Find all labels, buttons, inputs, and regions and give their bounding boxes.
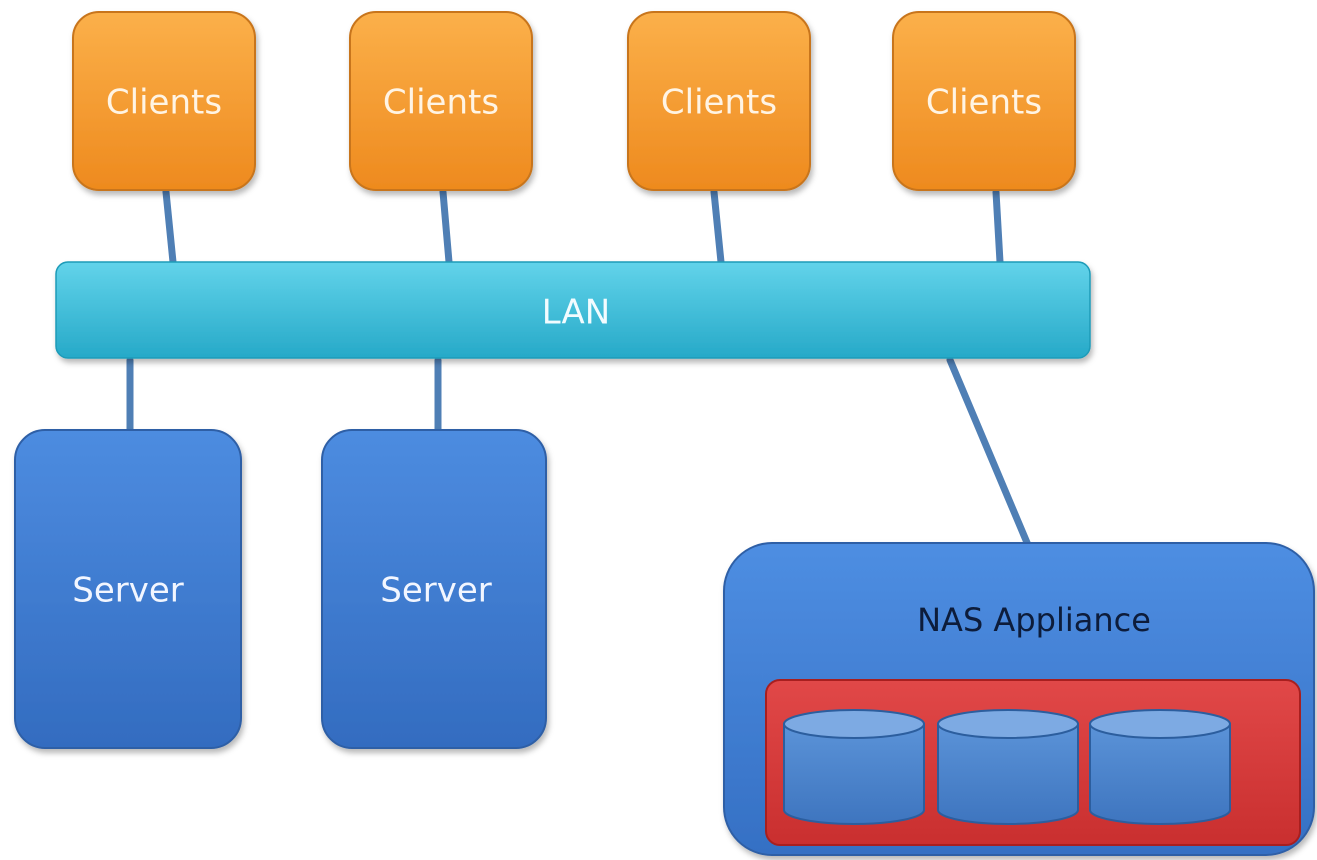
client-node-1: Clients: [72, 11, 256, 191]
server-node-1: Server: [14, 429, 242, 749]
lan-label: LAN: [542, 293, 610, 333]
client-1-lan-connector: [162, 188, 177, 266]
server-label: Server: [72, 571, 184, 611]
client-node-4: Clients: [892, 11, 1076, 191]
connectors: [126, 188, 1032, 549]
disk-array: [765, 679, 1301, 846]
disk-icon: [937, 709, 1079, 825]
client-2-lan-connector: [439, 188, 453, 266]
client-node-3: Clients: [627, 11, 811, 191]
client-node-2: Clients: [349, 11, 533, 191]
disk-icon: [783, 709, 925, 825]
lan-bus: LAN: [55, 261, 1091, 359]
client-3-lan-connector: [710, 188, 725, 266]
server-label: Server: [380, 571, 492, 611]
server-node-2: Server: [321, 429, 547, 749]
nas-label: NAS Appliance: [917, 601, 1151, 639]
client-label: Clients: [106, 83, 222, 123]
nas-lan-connector: [946, 356, 1032, 549]
client-4-lan-connector: [992, 188, 1004, 266]
client-label: Clients: [383, 83, 499, 123]
client-label: Clients: [661, 83, 777, 123]
disk-icon: [1089, 709, 1231, 825]
client-label: Clients: [926, 83, 1042, 123]
